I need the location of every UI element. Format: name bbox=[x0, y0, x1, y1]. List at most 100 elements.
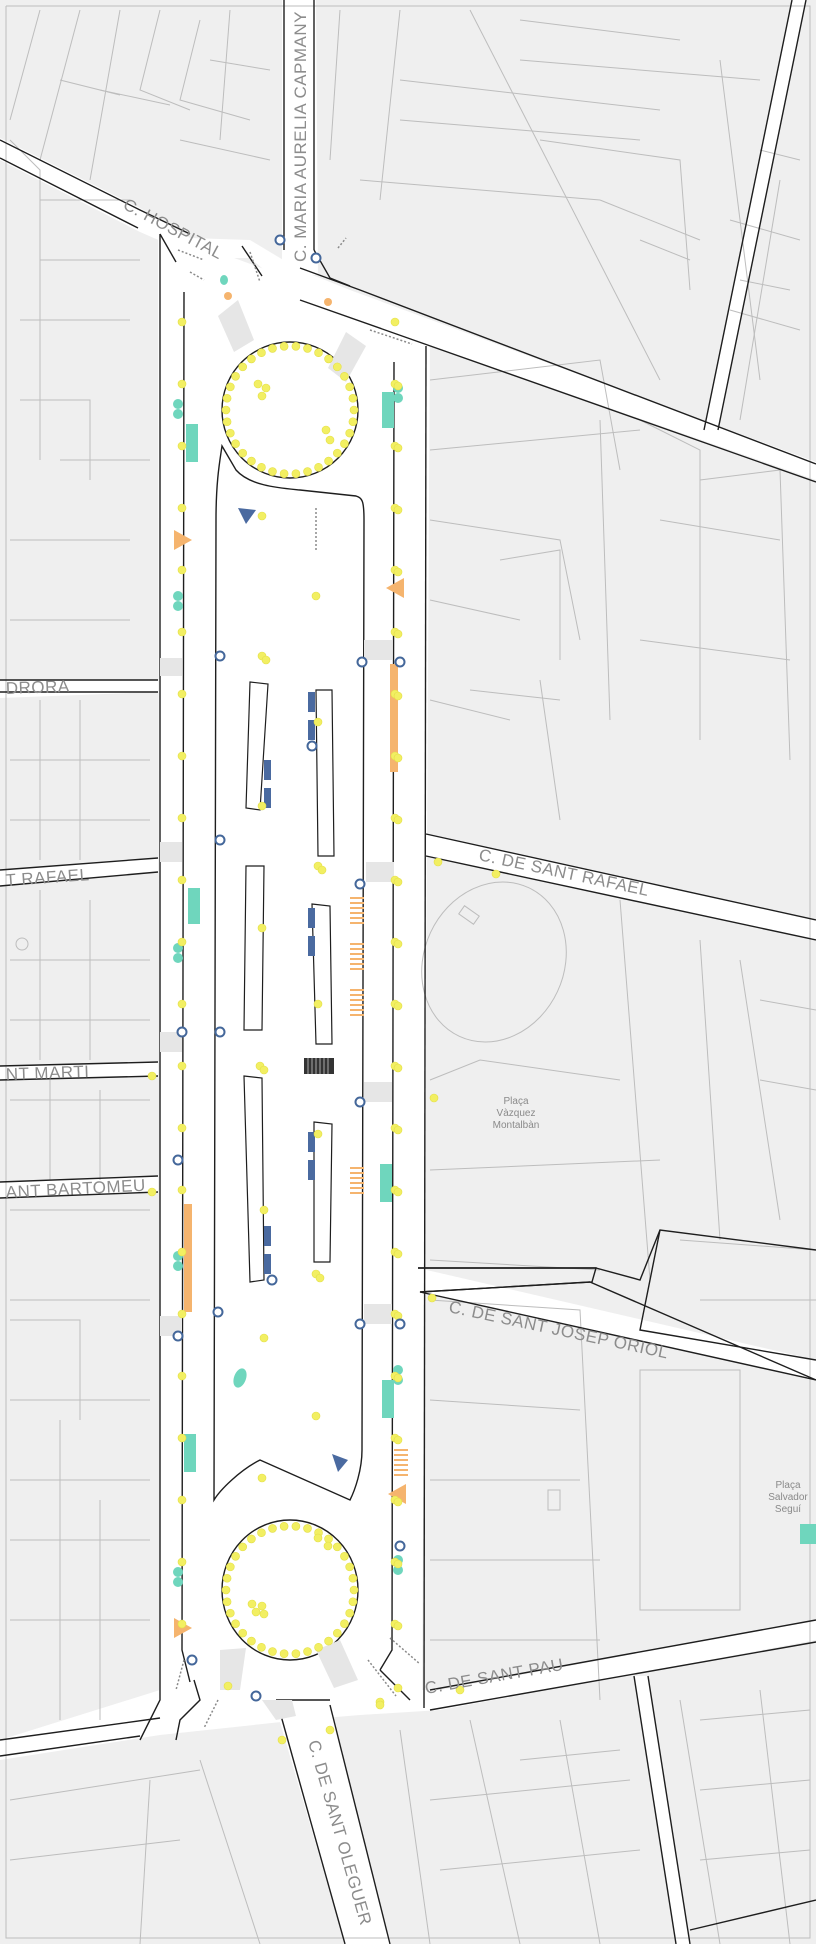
bin-icon bbox=[394, 1540, 406, 1552]
plaza-vazquez-line1: Plaça bbox=[503, 1096, 528, 1107]
tree-icon bbox=[257, 923, 267, 933]
tree-icon bbox=[238, 1542, 248, 1552]
tree-icon bbox=[393, 753, 403, 763]
tree-icon bbox=[231, 439, 240, 448]
tree-icon bbox=[279, 1521, 289, 1531]
tree-icon bbox=[393, 1063, 403, 1073]
tree-icon bbox=[226, 428, 235, 438]
tree-icon bbox=[247, 1534, 256, 1544]
tree-icon bbox=[257, 1473, 267, 1483]
tree-icon bbox=[345, 428, 354, 438]
tree-icon bbox=[393, 567, 403, 577]
tree-icon bbox=[393, 1621, 403, 1631]
tree-icon bbox=[257, 348, 266, 358]
tree-icon bbox=[259, 1065, 269, 1075]
tree-icon bbox=[259, 1609, 269, 1619]
bin-icon bbox=[354, 878, 366, 890]
tree-icon bbox=[177, 627, 187, 637]
tree-icon bbox=[247, 456, 256, 466]
tree-icon bbox=[222, 393, 232, 403]
bench-islands bbox=[243, 681, 335, 1283]
tree-icon bbox=[222, 1573, 232, 1583]
tree-icon bbox=[393, 1373, 403, 1383]
tree-icon bbox=[177, 441, 187, 451]
tree-icon bbox=[177, 1619, 187, 1629]
tree-icon bbox=[221, 405, 231, 415]
plaza-vazquez-line2: Vàzquez bbox=[497, 1108, 536, 1119]
tree-icon bbox=[393, 1497, 403, 1507]
bin-icon bbox=[186, 1654, 198, 1666]
tree-icon bbox=[325, 1725, 335, 1735]
tree-icon bbox=[340, 1619, 349, 1628]
tree-icon bbox=[349, 405, 359, 415]
bin-icon bbox=[172, 1154, 184, 1166]
tree-icon bbox=[349, 1585, 359, 1595]
tree-icon bbox=[177, 1185, 187, 1195]
bin-icon bbox=[354, 1318, 366, 1330]
rambla-raval-road bbox=[158, 230, 430, 1700]
tree-icon bbox=[177, 1433, 187, 1443]
tree-icon bbox=[279, 341, 289, 351]
trees bbox=[147, 317, 501, 1745]
bin-icon bbox=[176, 1026, 188, 1038]
bins bbox=[172, 234, 406, 1702]
bin-icon bbox=[172, 1330, 184, 1342]
tree-icon bbox=[314, 462, 323, 472]
tree-icon bbox=[268, 1524, 277, 1533]
tree-icon bbox=[257, 391, 267, 401]
tree-icon bbox=[279, 469, 289, 479]
tree-icon bbox=[303, 1524, 312, 1533]
tree-icon bbox=[261, 383, 271, 393]
tree-icon bbox=[247, 1599, 257, 1609]
tree-icon bbox=[177, 1123, 187, 1133]
tree-icon bbox=[345, 1562, 354, 1572]
tree-icon bbox=[147, 1187, 157, 1197]
tree-icon bbox=[340, 439, 349, 448]
tree-icon bbox=[277, 1735, 287, 1745]
plaza-segui-line2: Salvador bbox=[768, 1492, 808, 1503]
tree-icon bbox=[226, 382, 235, 392]
oleguer-road bbox=[275, 1705, 390, 1944]
tree-icon bbox=[303, 467, 312, 476]
tree-icon bbox=[231, 372, 240, 381]
tree-icon bbox=[147, 1071, 157, 1081]
play-elements bbox=[174, 292, 406, 1638]
tree-icon bbox=[226, 1608, 235, 1618]
tree-icon bbox=[393, 939, 403, 949]
tree-icon bbox=[324, 456, 333, 466]
tree-icon bbox=[345, 382, 354, 392]
tree-icon bbox=[393, 381, 403, 391]
tree-icon bbox=[291, 1649, 301, 1659]
tree-icon bbox=[268, 344, 277, 353]
tree-icon bbox=[324, 1534, 333, 1544]
tree-icon bbox=[231, 1552, 240, 1561]
tree-icon bbox=[257, 511, 267, 521]
label-aurora: DRORA bbox=[5, 677, 70, 698]
tree-icon bbox=[177, 751, 187, 761]
bin-icon bbox=[266, 1274, 278, 1286]
bin-icon bbox=[306, 740, 318, 752]
tree-icon bbox=[177, 1247, 187, 1257]
paving-lines bbox=[175, 237, 421, 1729]
tree-icon bbox=[393, 1249, 403, 1259]
tree-icon bbox=[257, 1528, 266, 1538]
tree-icon bbox=[313, 1129, 323, 1139]
tree-icon bbox=[251, 1607, 261, 1617]
tree-icon bbox=[268, 467, 277, 476]
tree-icon bbox=[177, 813, 187, 823]
tree-icon bbox=[257, 1642, 266, 1652]
bin-icon bbox=[274, 234, 286, 246]
tree-icon bbox=[257, 1601, 267, 1611]
tree-icon bbox=[268, 1647, 277, 1656]
tree-icon bbox=[332, 362, 342, 372]
tree-icon bbox=[221, 1585, 231, 1595]
tree-icon bbox=[257, 801, 267, 811]
tree-icon bbox=[223, 1681, 233, 1691]
tree-icon bbox=[393, 1435, 403, 1445]
tree-icon bbox=[317, 865, 327, 875]
tree-icon bbox=[231, 1619, 240, 1628]
tree-icon bbox=[177, 1061, 187, 1071]
